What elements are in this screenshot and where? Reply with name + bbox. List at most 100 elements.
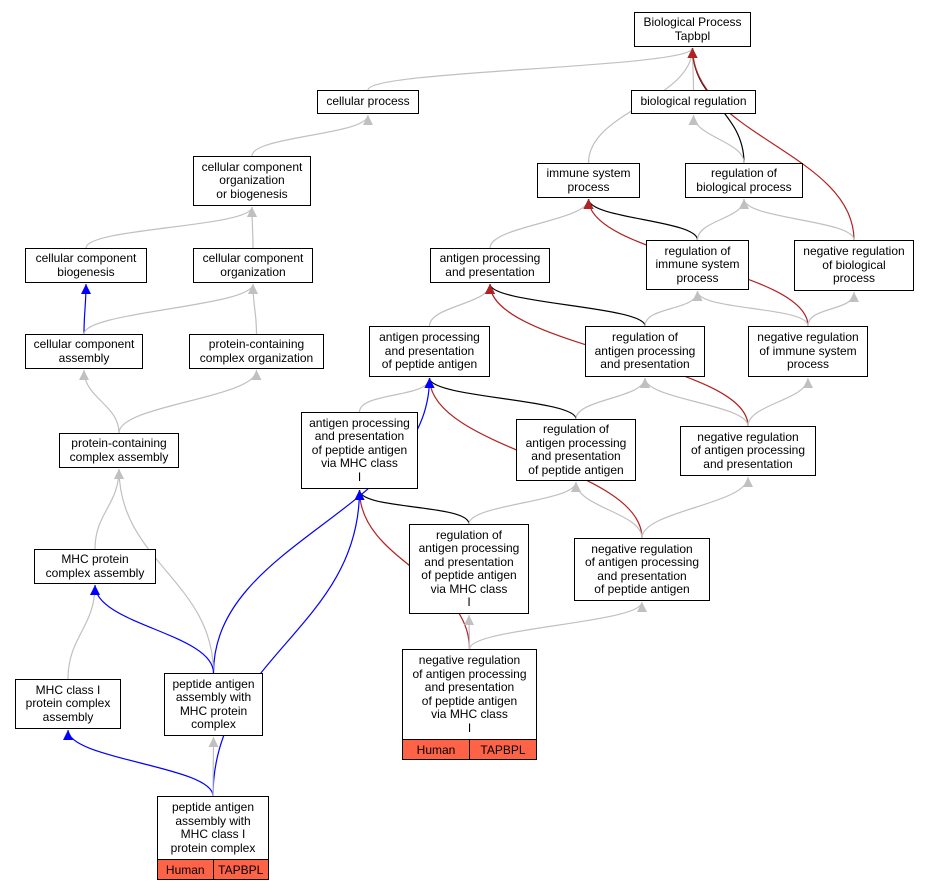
node-label: antigen processing and presentation of p… — [379, 330, 480, 372]
node-regulation-of-antigen-processing[interactable]: regulation of antigen processing and pre… — [585, 326, 705, 377]
edge-gray-reg-ap-peptide-to-reg-antigen-processing — [575, 377, 650, 420]
node-label: immune system process — [546, 166, 631, 194]
node-label: protein-containing complex organization — [199, 337, 314, 365]
edge-gray-cc-assembly-to-cc-organization — [83, 283, 258, 335]
node-label: cellular component assembly — [33, 337, 135, 365]
edge-gray-mhc1-protein-complex-assembly-to-mhc-protein-complex-assembly — [67, 584, 100, 680]
node-label: cellular component organization — [202, 251, 304, 279]
node-peptide-antigen-assembly-with-mhc-class-i-protein-complex[interactable]: peptide antigen assembly with MHC class … — [157, 796, 269, 880]
edge-blue-peptide-assembly-mhc-to-mhc-protein-complex-assembly — [90, 584, 215, 674]
node-regulation-of-immune-system-process[interactable]: regulation of immune system process — [646, 240, 749, 290]
node-label: regulation of biological process — [696, 166, 792, 194]
edge-blue-peptide-assembly-mhc1-to-mhc1-protein-complex-assembly — [63, 729, 214, 797]
node-label: antigen processing and presentation of p… — [309, 415, 410, 484]
edge-gray-neg-reg-ap-peptide-to-neg-reg-antigen-processing — [641, 476, 753, 539]
species-tag: Human — [158, 860, 213, 879]
edge-gray-reg-ap-peptide-mhc1-to-reg-ap-peptide — [468, 481, 581, 525]
node-cellular-component-organization[interactable]: cellular component organization — [193, 248, 313, 283]
edge-gray-pc-complex-organization-to-cc-organization — [248, 283, 259, 335]
node-regulation-of-biological-process[interactable]: regulation of biological process — [685, 163, 803, 198]
edge-gray-neg-reg-ap-peptide-to-reg-ap-peptide — [571, 481, 643, 539]
node-label: regulation of antigen processing and pre… — [418, 527, 520, 609]
edge-gray-neg-reg-ap-peptide-mhc1-to-neg-reg-ap-peptide — [468, 601, 647, 650]
node-label: cellular component organization or bioge… — [201, 159, 303, 201]
species-tag: Human — [403, 740, 469, 759]
node-label: biological regulation — [640, 94, 747, 109]
node-biological-process-root[interactable]: Biological Process Tapbpl — [634, 12, 751, 47]
node-negative-regulation-of-immune-system-process[interactable]: negative regulation of immune system pro… — [748, 326, 868, 377]
edge-gray-ap-peptide-to-antigen-processing — [428, 283, 495, 327]
edge-black-reg-ap-peptide-to-ap-peptide — [424, 377, 577, 420]
node-protein-containing-complex-assembly[interactable]: protein-containing complex assembly — [59, 433, 179, 468]
node-label: negative regulation of antigen processin… — [584, 541, 700, 596]
edge-gray-neg-reg-immune-system-process-to-reg-immune-system-process — [692, 290, 809, 327]
node-cellular-process[interactable]: cellular process — [317, 90, 419, 114]
node-regulation-of-antigen-processing-peptide-mhc-class-i[interactable]: regulation of antigen processing and pre… — [409, 524, 529, 614]
node-label: Biological Process Tapbpl — [643, 15, 742, 43]
node-negative-regulation-of-antigen-processing[interactable]: negative regulation of antigen processin… — [680, 426, 816, 476]
edge-gray-cellular-process-to-root — [367, 47, 698, 91]
node-label: negative regulation of immune system pro… — [757, 330, 859, 372]
edge-gray-neg-reg-antigen-processing-to-neg-reg-immune-system-process — [747, 377, 813, 427]
edge-gray-antigen-processing-to-immune-system-process — [489, 198, 594, 249]
edge-gray-reg-immune-system-process-to-regulation-of-biological-process — [696, 198, 749, 241]
node-mhc-protein-complex-assembly[interactable]: MHC protein complex assembly — [34, 549, 156, 584]
edge-gray-peptide-assembly-mhc-to-pc-complex-assembly — [114, 468, 215, 674]
edge-gray-ccob-to-cellular-process — [251, 114, 373, 157]
node-label: cellular component biogenesis — [35, 251, 137, 279]
node-label: negative regulation of antigen processin… — [690, 429, 806, 471]
node-label: regulation of antigen processing and pre… — [525, 422, 627, 477]
edge-blue-peptide-assembly-mhc-to-ap-peptide — [212, 377, 435, 674]
edge-gray-neg-reg-immune-system-process-to-neg-reg-biological-process — [807, 291, 859, 327]
node-antigen-processing-peptide-antigen[interactable]: antigen processing and presentation of p… — [369, 326, 490, 377]
node-antigen-processing-peptide-mhc-class-i[interactable]: antigen processing and presentation of p… — [301, 412, 418, 489]
node-cellular-component-assembly[interactable]: cellular component assembly — [25, 334, 143, 369]
node-mhc-class-i-protein-complex-assembly[interactable]: MHC class I protein complex assembly — [15, 679, 121, 729]
node-negative-regulation-of-antigen-processing-peptide[interactable]: negative regulation of antigen processin… — [574, 538, 710, 601]
edge-red-neg-reg-biological-process-to-root — [687, 47, 855, 241]
edge-black-reg-antigen-processing-to-antigen-processing — [485, 283, 646, 327]
node-label: regulation of antigen processing and pre… — [594, 330, 696, 372]
edge-black-reg-ap-peptide-mhc1-to-ap-peptide-mhc1 — [354, 489, 470, 525]
edge-blue-cc-assembly-to-cc-biogenesis — [80, 283, 91, 335]
node-cellular-component-biogenesis[interactable]: cellular component biogenesis — [25, 248, 147, 283]
node-label: negative regulation of biological proces… — [803, 244, 905, 286]
edge-black-reg-immune-system-process-to-immune-system-process — [583, 198, 699, 241]
node-label: negative regulation of antigen processin… — [412, 653, 527, 735]
edge-gray-cc-biogenesis-to-ccob — [85, 206, 257, 249]
node-regulation-of-antigen-processing-peptide[interactable]: regulation of antigen processing and pre… — [516, 419, 636, 481]
edge-gray-reg-antigen-processing-to-reg-immune-system-process — [644, 290, 703, 327]
edge-gray-regulation-of-biological-process-to-biological-regulation — [688, 114, 745, 164]
node-cellular-component-organization-or-biogenesis[interactable]: cellular component organization or bioge… — [193, 156, 311, 206]
edge-gray-neg-reg-ap-peptide-mhc1-to-reg-ap-peptide-mhc1 — [464, 614, 475, 650]
edge-gray-neg-reg-biological-process-to-regulation-of-biological-process — [739, 198, 855, 241]
node-label: regulation of immune system process — [655, 243, 740, 285]
gene-tag: TAPBPL — [469, 740, 536, 759]
node-label: cellular process — [326, 94, 410, 109]
edge-blue-peptide-assembly-mhc1-to-ap-peptide-mhc1 — [212, 489, 365, 797]
node-label: antigen processing and presentation — [439, 251, 541, 279]
node-label: protein-containing complex assembly — [69, 436, 169, 464]
node-antigen-processing-and-presentation[interactable]: antigen processing and presentation — [430, 248, 550, 283]
node-negative-regulation-of-biological-process[interactable]: negative regulation of biological proces… — [794, 240, 914, 291]
node-negative-regulation-antigen-processing-peptide-mhc-class-i[interactable]: negative regulation of antigen processin… — [402, 649, 537, 760]
edge-gray-neg-reg-antigen-processing-to-reg-antigen-processing — [640, 377, 749, 427]
node-label: peptide antigen assembly with MHC class … — [170, 800, 256, 855]
edge-gray-pc-complex-assembly-to-cc-assembly — [79, 369, 120, 434]
node-immune-system-process[interactable]: immune system process — [537, 163, 640, 198]
edge-gray-cc-organization-to-ccob — [247, 206, 258, 249]
node-label: MHC class I protein complex assembly — [25, 682, 111, 724]
node-label: peptide antigen assembly with MHC protei… — [172, 676, 255, 731]
annotation-tags: Human TAPBPL — [403, 739, 536, 759]
gene-tag: TAPBPL — [212, 860, 268, 879]
node-peptide-antigen-assembly-with-mhc-protein-complex[interactable]: peptide antigen assembly with MHC protei… — [164, 673, 263, 736]
edge-gray-peptide-assembly-mhc1-to-peptide-assembly-mhc — [208, 736, 219, 797]
node-biological-regulation[interactable]: biological regulation — [631, 90, 756, 114]
node-label: MHC protein complex assembly — [45, 552, 145, 580]
node-protein-containing-complex-organization[interactable]: protein-containing complex organization — [189, 334, 324, 369]
edge-gray-pc-complex-assembly-to-pc-complex-organization — [118, 369, 262, 434]
edge-gray-ap-peptide-mhc1-to-ap-peptide — [358, 377, 435, 413]
annotation-tags: Human TAPBPL — [158, 859, 268, 879]
